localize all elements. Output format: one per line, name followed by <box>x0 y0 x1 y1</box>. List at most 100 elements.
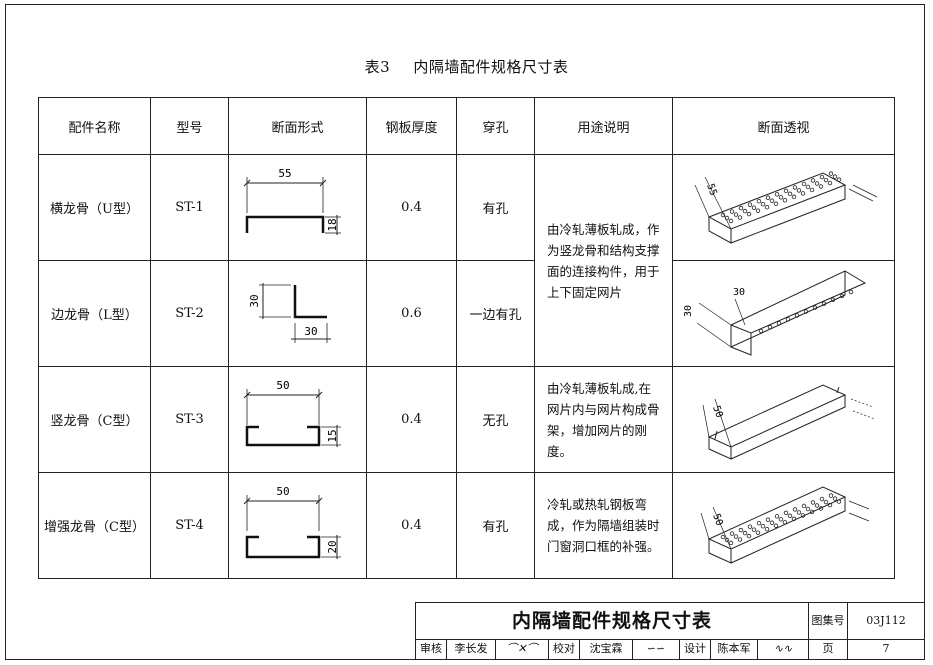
u-section-svg: 55 18 <box>243 167 341 235</box>
height-dim: 15 <box>326 429 339 442</box>
hole <box>742 530 748 536</box>
u-perspective-svg: 55 <box>694 171 878 244</box>
hole <box>724 537 730 543</box>
section-drawing: 50 15 <box>228 366 367 473</box>
page-label: 页 <box>809 640 848 659</box>
hole <box>818 184 824 189</box>
hole <box>783 510 789 516</box>
hole <box>765 517 771 522</box>
c-reinforced-perspective-svg: 50 <box>700 486 870 564</box>
hole <box>751 205 757 210</box>
hole <box>823 499 829 505</box>
part-model: ST-4 <box>150 472 229 579</box>
hole <box>769 198 775 203</box>
hole <box>747 524 753 529</box>
hole <box>720 534 726 540</box>
hole <box>747 202 753 207</box>
header-section: 断面形式 <box>228 97 367 155</box>
hole <box>814 181 820 186</box>
hole <box>800 513 806 518</box>
hole <box>728 540 734 546</box>
hole <box>796 510 802 515</box>
hole <box>760 202 766 207</box>
hole <box>801 503 807 509</box>
part-name: 增强龙骨（C型） <box>38 472 151 579</box>
thickness: 0.4 <box>366 154 457 261</box>
hole <box>832 174 838 179</box>
atlas-label: 图集号 <box>809 603 848 640</box>
thickness: 0.4 <box>366 472 457 579</box>
hole <box>823 177 829 183</box>
hole <box>791 516 797 522</box>
hole <box>733 212 739 217</box>
perspective-dim: 55 <box>704 182 718 197</box>
hole <box>801 181 807 187</box>
holes: 有孔 <box>456 154 535 261</box>
spec-table: 配件名称 型号 断面形式 钢板厚度 穿孔 用途说明 断面透视 横龙骨（U型） S… <box>38 97 895 579</box>
hole <box>810 178 816 183</box>
hole <box>774 192 780 197</box>
hole <box>848 289 854 295</box>
hole <box>818 506 824 511</box>
hole <box>803 309 809 314</box>
hole <box>805 184 811 190</box>
hole <box>792 507 798 512</box>
hole <box>796 188 802 193</box>
caption-number: 表3 <box>364 58 391 76</box>
hole <box>800 191 806 196</box>
atlas-number: 03J112 <box>848 603 924 640</box>
table-caption: 表3 内隔墙配件规格尺寸表 <box>0 56 933 77</box>
hole-pattern <box>720 493 842 546</box>
hole <box>787 191 793 197</box>
thickness: 0.6 <box>366 260 457 367</box>
hole <box>751 527 757 532</box>
width-dim: 50 <box>276 485 289 498</box>
perspective-dim: 30 <box>683 305 694 317</box>
hole <box>733 534 739 539</box>
hole <box>769 520 775 525</box>
hole <box>764 205 770 210</box>
section-drawing: 55 18 <box>228 154 367 261</box>
checker-signature: ∽∽ <box>633 640 680 659</box>
table-row: 竖龙骨（C型） ST-3 50 15 0.4 无孔 由冷轧薄板轧成,在网片内与网… <box>38 366 895 473</box>
header-perspective: 断面透视 <box>672 97 895 155</box>
perspective-dim: 50 <box>710 512 724 527</box>
hole <box>836 499 842 504</box>
hole <box>737 537 743 542</box>
width-dim: 50 <box>276 379 289 392</box>
hole <box>809 509 815 515</box>
hole <box>839 293 845 299</box>
hole <box>737 215 743 220</box>
hole <box>787 513 793 519</box>
reviewer-name: 李长发 <box>447 640 496 659</box>
table-row: 横龙骨（U型） ST-1 55 18 0.4 有孔 由冷轧薄板轧成，作为竖龙骨和… <box>38 154 895 367</box>
width-dim: 30 <box>304 325 317 338</box>
design-label: 设计 <box>680 640 711 659</box>
height-dim: 20 <box>326 540 339 553</box>
hole <box>814 503 820 508</box>
perspective-drawing: 55 <box>672 154 895 261</box>
part-model: ST-2 <box>150 260 229 367</box>
hole <box>809 187 815 193</box>
usage-text: 由冷轧薄板轧成,在网片内与网片构成骨架，增加网片的刚度。 <box>534 366 673 473</box>
l-perspective-svg: 30 30 <box>683 270 867 356</box>
hole <box>828 493 834 498</box>
header-usage: 用途说明 <box>534 97 673 155</box>
hole <box>738 205 744 211</box>
section-drawing: 50 20 <box>228 472 367 579</box>
review-label: 审核 <box>416 640 447 659</box>
usage-text: 冷轧或热轧钢板弯成，作为隔墙组装时门窗洞口框的补强。 <box>534 472 673 579</box>
hole <box>778 517 784 522</box>
check-label: 校对 <box>549 640 580 659</box>
hole <box>729 209 735 214</box>
hole <box>773 201 779 206</box>
part-model: ST-1 <box>150 154 229 261</box>
c-perspective-svg: 50 <box>702 384 876 460</box>
hole <box>794 313 800 318</box>
hole <box>819 174 825 180</box>
header-thickness: 钢板厚度 <box>366 97 457 155</box>
hole <box>828 171 834 176</box>
c-reinforced-section-svg: 50 20 <box>243 485 341 559</box>
hole-pattern <box>720 171 842 224</box>
hole <box>765 195 771 200</box>
